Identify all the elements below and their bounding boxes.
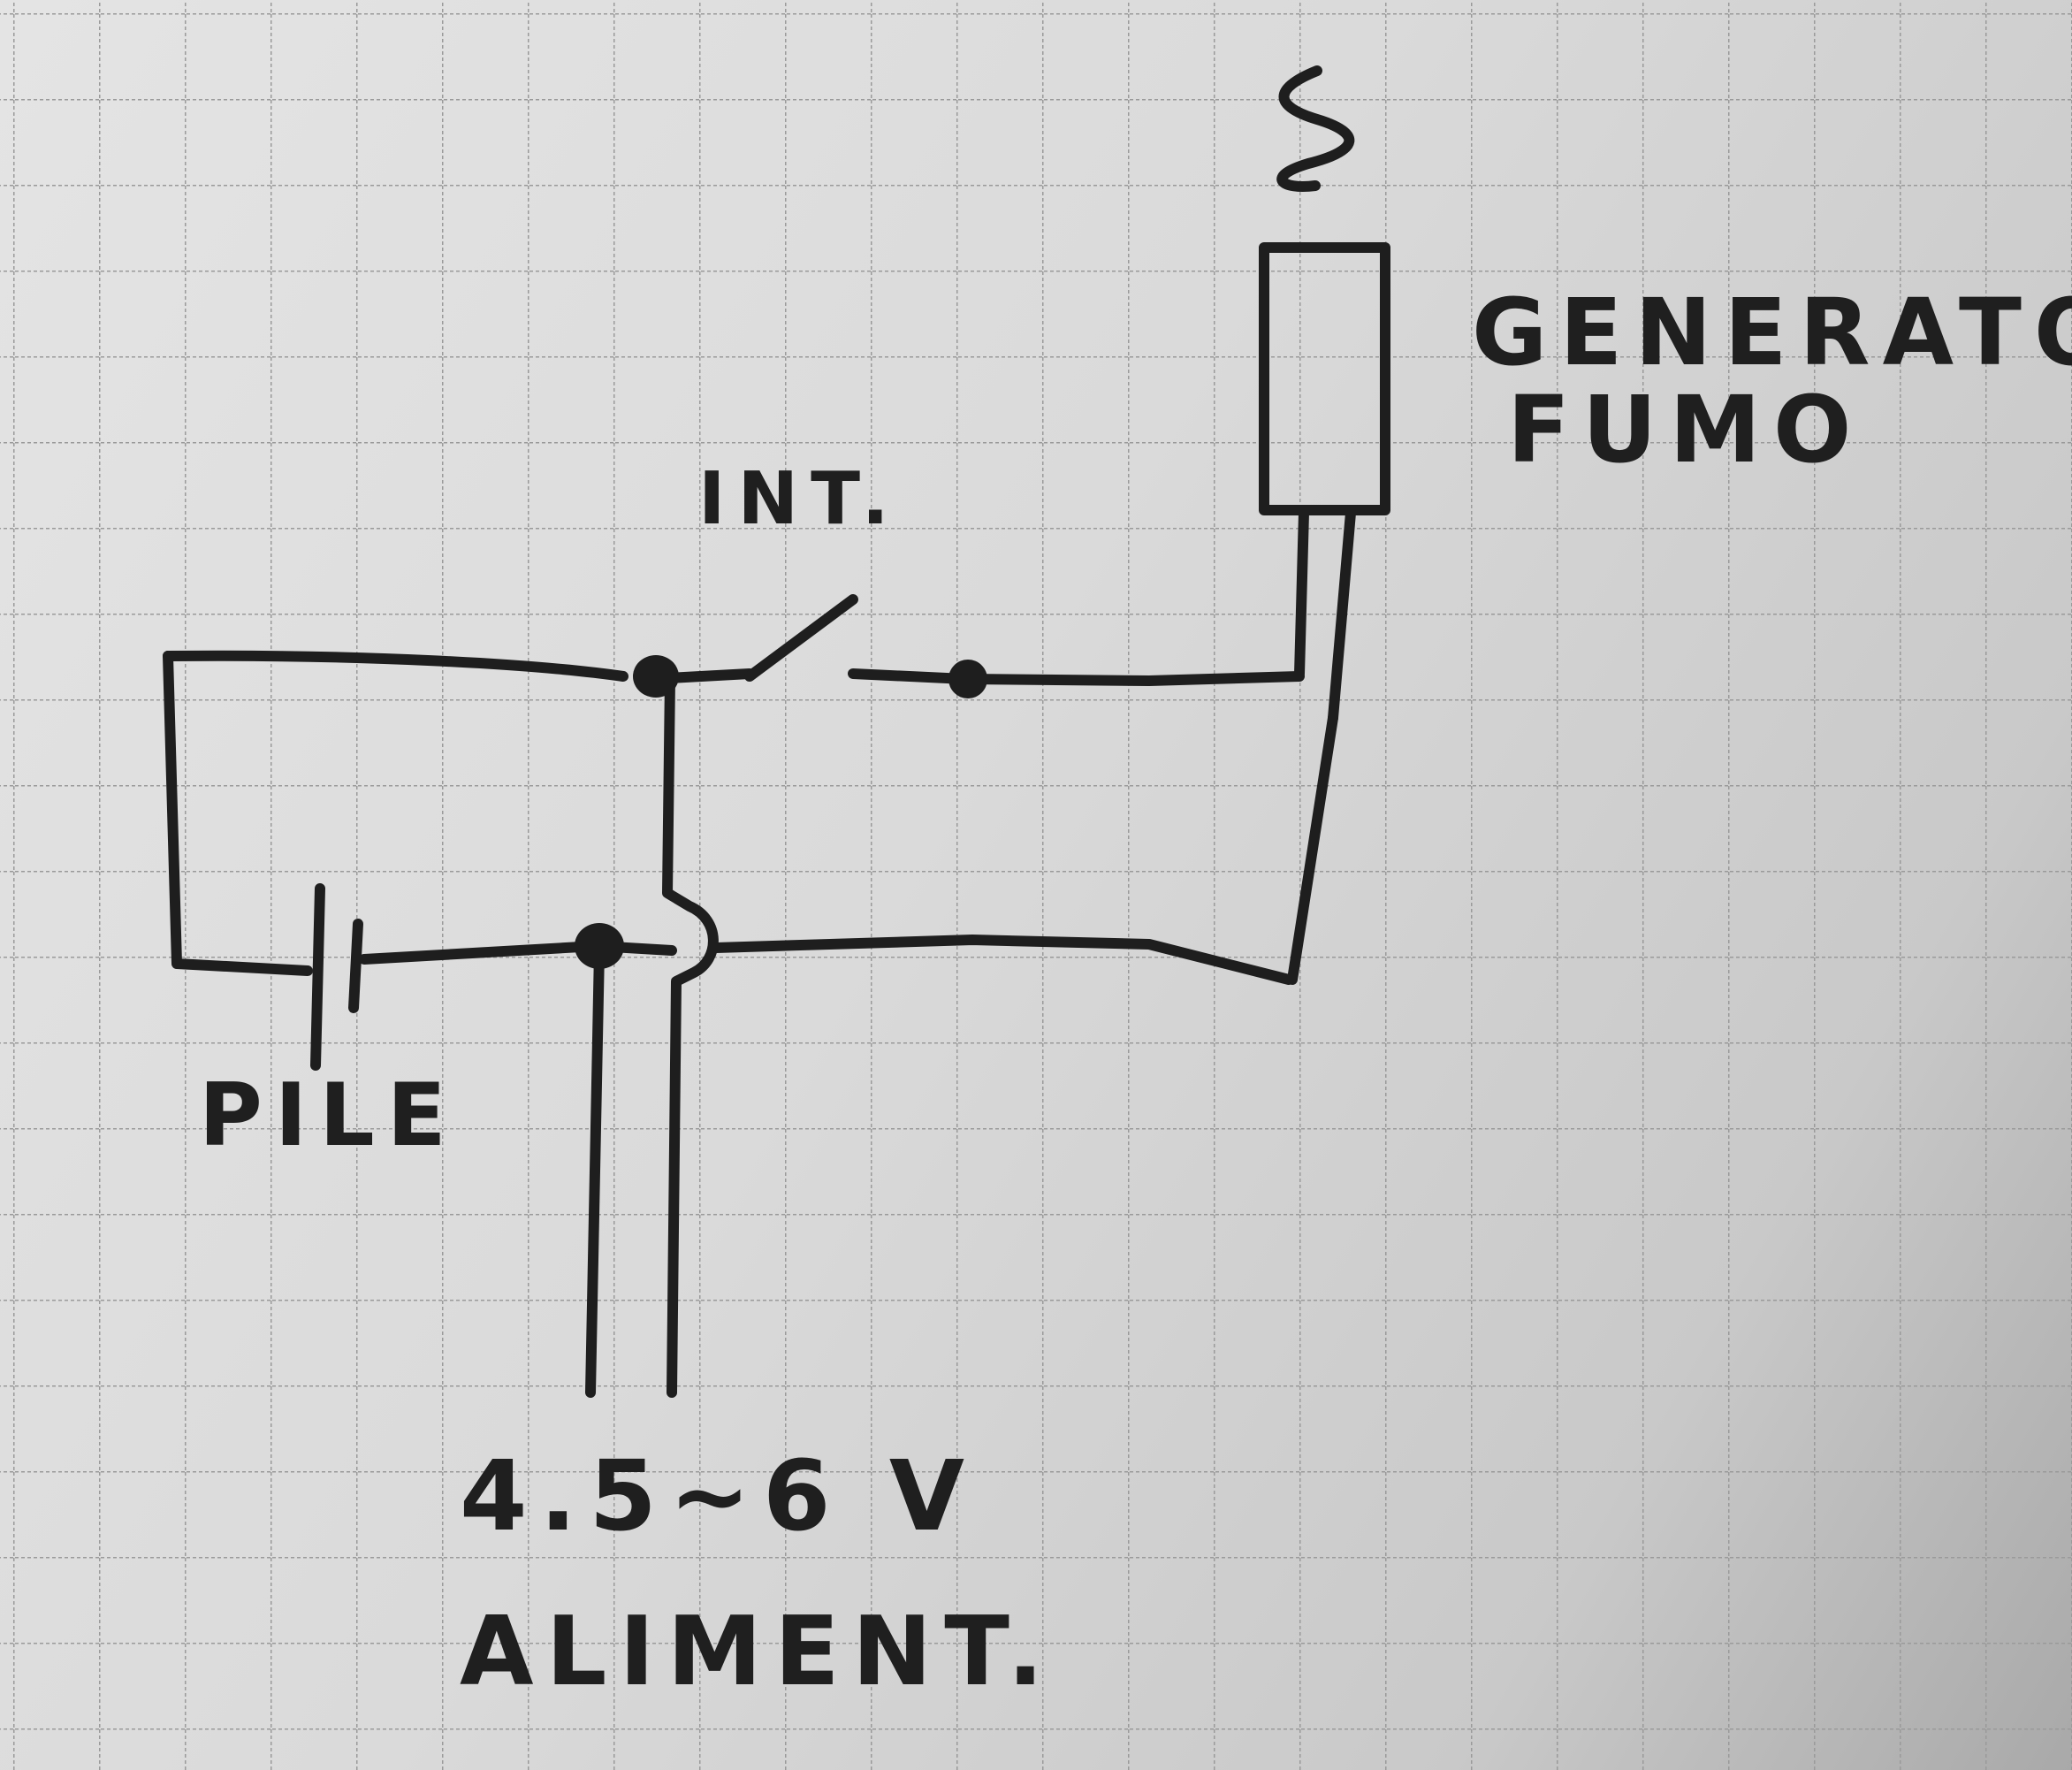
battery-plate-short xyxy=(348,919,363,1013)
smoke-icon xyxy=(1276,65,1355,192)
wire-supply-lead xyxy=(585,945,605,1398)
generator-lead-right xyxy=(1328,507,1356,723)
wire-center-vertical xyxy=(662,674,719,1398)
generator-lead-left xyxy=(1294,507,1309,679)
switch-label: INT. xyxy=(698,457,902,541)
switch-blade xyxy=(744,594,858,682)
junction-dot-bottom xyxy=(575,923,624,969)
battery-label: PILE xyxy=(199,1065,459,1166)
wire-right-vertical xyxy=(1287,713,1338,985)
supply-label: ALIMENT. xyxy=(460,1597,1056,1707)
wire-top-left xyxy=(163,650,628,682)
smoke-generator xyxy=(1259,242,1390,515)
voltage-label: 4.5~6 V xyxy=(460,1439,977,1553)
junction-dot-switch xyxy=(948,660,987,698)
generator-label-line2: FUMO xyxy=(1507,376,1863,484)
wire-battery-to-junction xyxy=(359,941,602,965)
junction-dot-top xyxy=(633,655,679,698)
battery-plate-long xyxy=(310,883,325,1071)
generator-label-line1: GENERATORE xyxy=(1472,278,2072,386)
wire-left-loop xyxy=(163,651,313,976)
wire-switch-to-generator xyxy=(848,668,1305,686)
